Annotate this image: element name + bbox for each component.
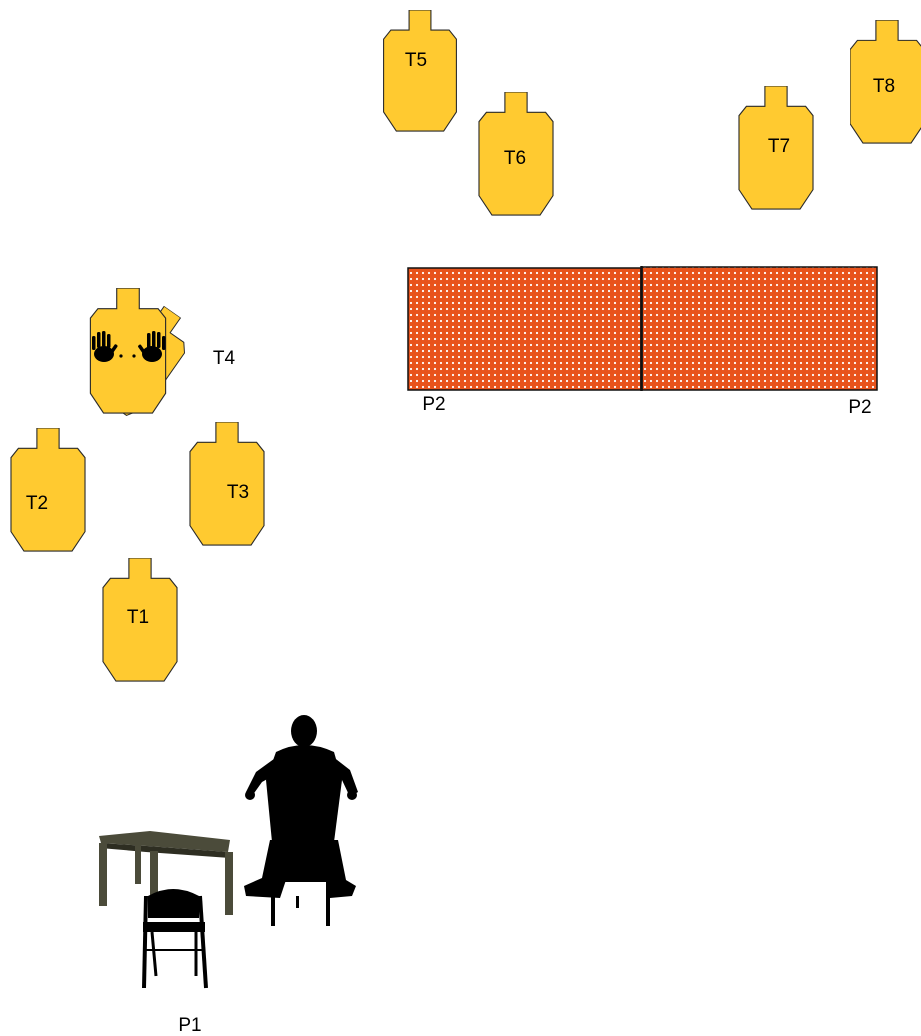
target-t5: T5	[384, 10, 457, 131]
target-t6-label: T6	[504, 148, 526, 169]
target-t6: T6	[479, 92, 553, 215]
target-t8: T8	[850, 20, 921, 143]
target-t7-label: T7	[768, 136, 790, 157]
target-t2-label: T2	[26, 493, 48, 514]
target-t1-label: T1	[127, 607, 149, 628]
target-t4-label: T4	[213, 348, 236, 369]
target-t3-label: T3	[227, 482, 249, 503]
target-t5-label: T5	[405, 50, 427, 71]
target-t4: T4	[81, 288, 235, 422]
target-t3: T3	[190, 422, 264, 545]
barrel-wall-left	[408, 268, 641, 390]
target-t8-label: T8	[873, 76, 895, 97]
target-t7: T7	[739, 86, 813, 209]
seated-shooter-silhouette-icon	[244, 715, 358, 926]
target-t2: T2	[11, 428, 85, 551]
folding-chair-icon	[143, 889, 206, 988]
barrel-wall-icon	[408, 266, 877, 391]
barrel-wall-right	[642, 267, 877, 390]
position-p2-left: P2	[422, 394, 445, 415]
position-p2-right: P2	[848, 397, 871, 418]
target-t1: T1	[103, 558, 177, 681]
position-p1: P1	[178, 1015, 201, 1036]
